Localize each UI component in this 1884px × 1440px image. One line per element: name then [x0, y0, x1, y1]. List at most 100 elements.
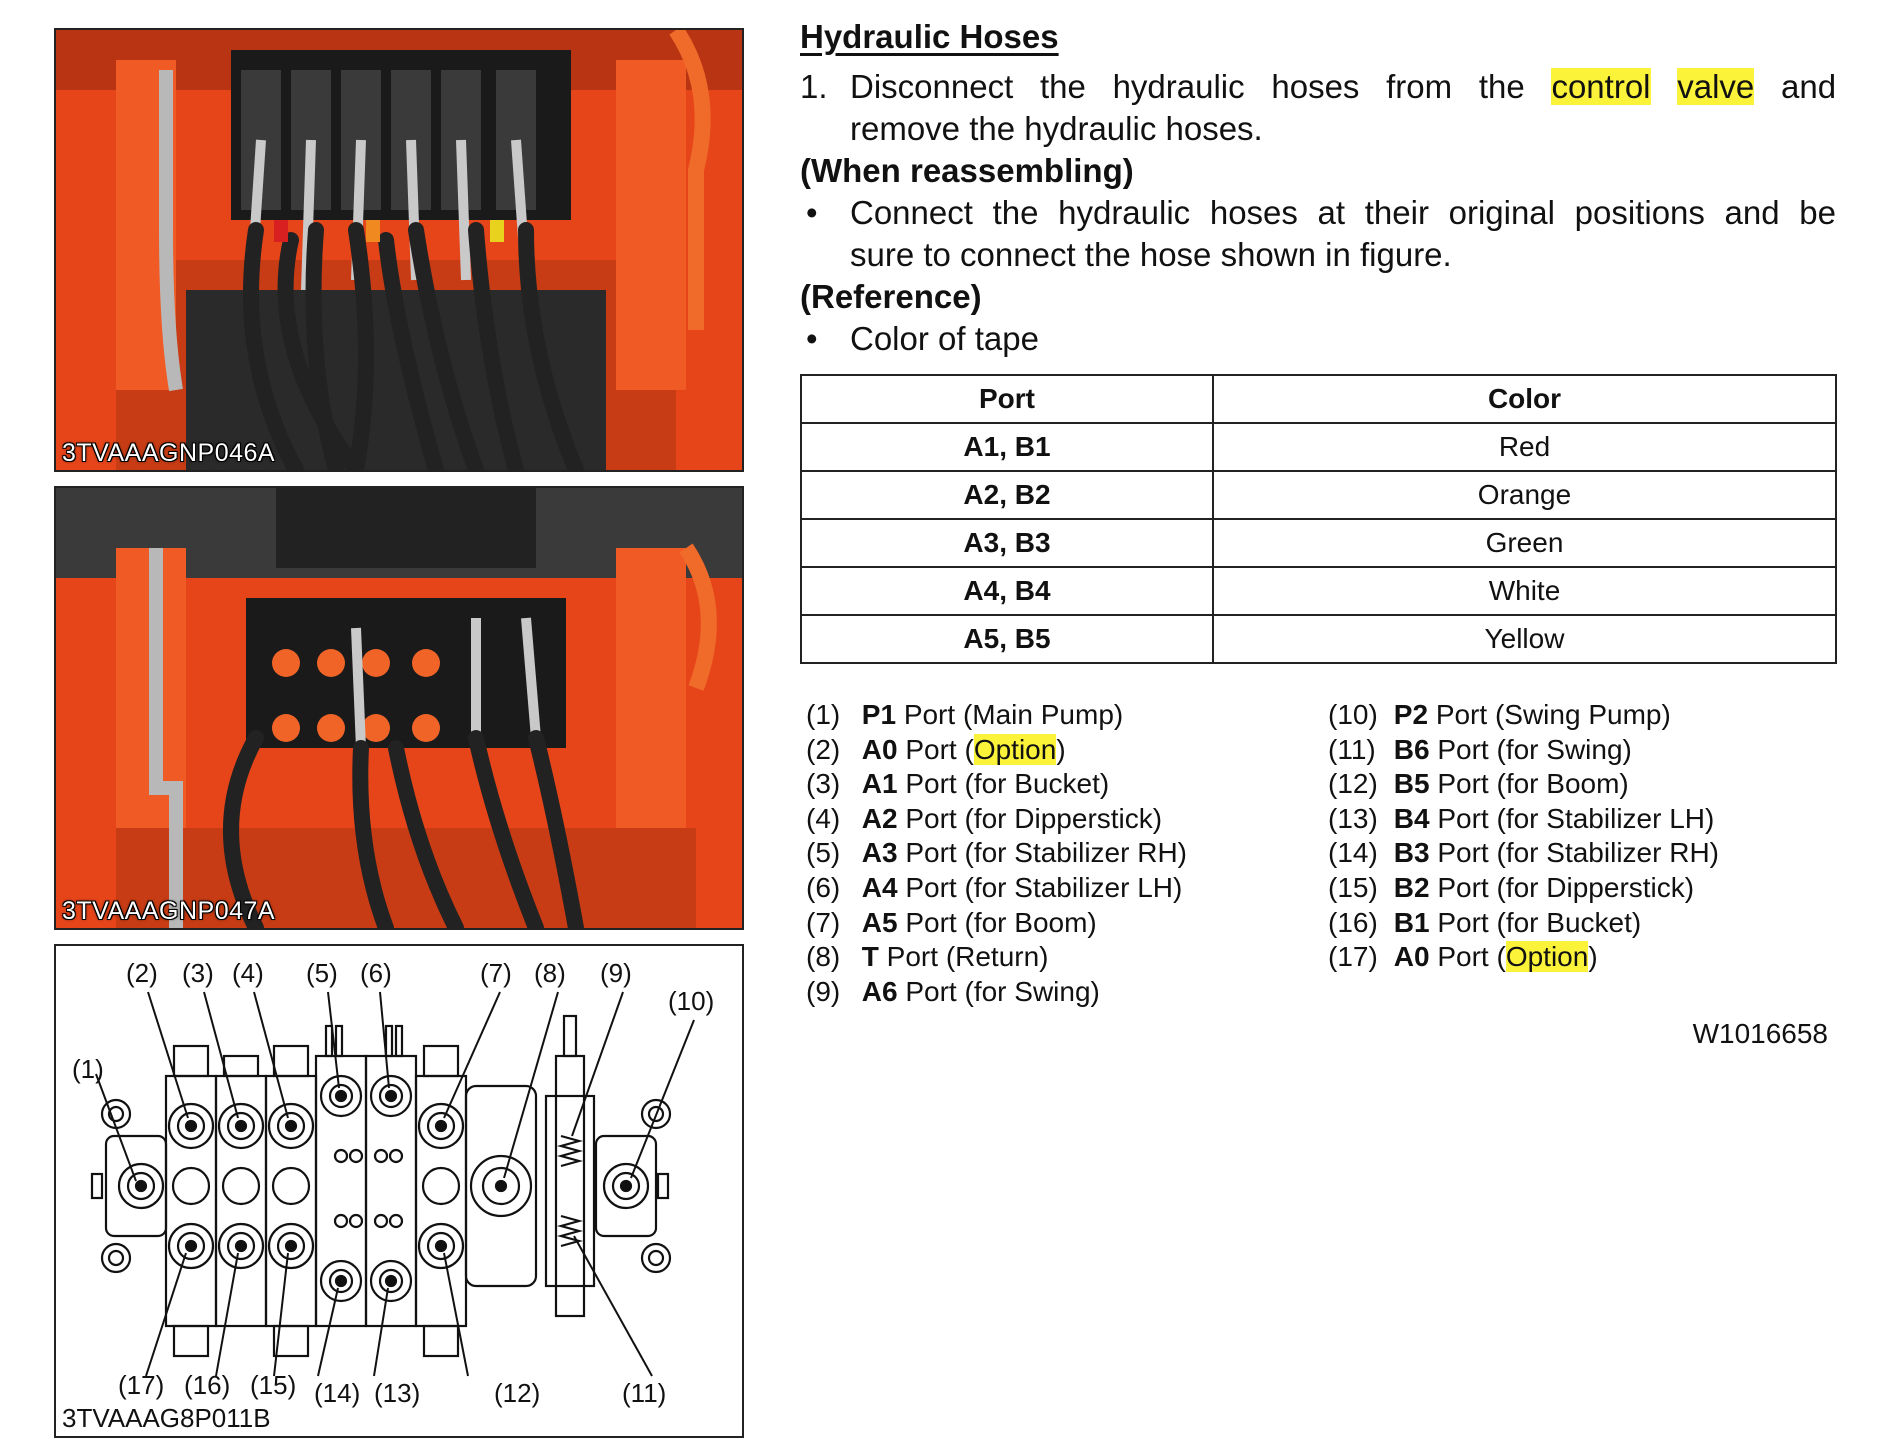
legend-item: (17) A0 Port (Option): [1328, 940, 1719, 975]
legend-number: (15): [1328, 871, 1378, 903]
legend-number: (7): [806, 906, 841, 938]
port-word: Port: [905, 906, 957, 938]
paren-open: (: [964, 733, 974, 765]
port-description: (for Stabilizer LH): [964, 871, 1183, 903]
table-header-row: Port Color: [800, 374, 1837, 424]
port-code: P1: [861, 699, 897, 730]
port-word: Port: [1437, 941, 1489, 973]
port-word: Port: [905, 837, 957, 869]
table-row: A2, B2 Orange: [800, 470, 1837, 520]
photo-control-valve-top: 3TVAAAGNP046A: [54, 28, 744, 472]
table-row: A5, B5 Yellow: [800, 614, 1837, 664]
port-description: (for Stabilizer LH): [1496, 802, 1715, 834]
color-cell: Orange: [1212, 470, 1837, 520]
port-code: B5: [1393, 768, 1430, 800]
paren-close: ): [1056, 733, 1066, 765]
legend-number: (10): [1328, 699, 1378, 730]
port-word: Port: [903, 699, 956, 730]
step-word: the: [1039, 68, 1086, 105]
port-word: Port: [1437, 768, 1489, 800]
legend-item: (6) A4 Port (for Stabilizer LH): [806, 871, 1187, 906]
port-legend-left: (1) P1 Port (Main Pump) (2) A0 Port (Opt…: [806, 698, 1187, 1009]
column-header-port: Port: [800, 374, 1214, 424]
port-description: (Main Pump): [962, 699, 1124, 730]
reference-heading: (Reference): [800, 278, 982, 315]
port-description: (for Boom): [964, 906, 1097, 938]
step-line-2: remove the hydraulic hoses.: [850, 110, 1263, 147]
reassembling-heading: (When reassembling): [800, 152, 1134, 189]
highlighted-word: control: [1551, 68, 1651, 105]
control-valve-photo-illustration: [56, 488, 742, 928]
port-code: A4: [861, 871, 898, 903]
callout-17: (17): [118, 1370, 165, 1400]
port-description: (Swing Pump): [1494, 699, 1671, 730]
color-cell: Red: [1212, 422, 1837, 472]
port-code: A6: [861, 975, 898, 1007]
port-word: Port: [1437, 906, 1489, 938]
port-word: Port: [886, 941, 939, 973]
callout-12: (12): [494, 1378, 541, 1408]
legend-item: (11) B6 Port (for Swing): [1328, 733, 1719, 768]
legend-item: (10) P2 Port (Swing Pump): [1328, 698, 1719, 733]
bullet-marker: •: [806, 194, 818, 231]
port-code: A5: [861, 906, 898, 938]
color-cell: Yellow: [1212, 614, 1837, 664]
photo-control-valve-bottom: 3TVAAAGNP047A: [54, 486, 744, 930]
legend-number: (13): [1328, 802, 1378, 834]
bullet-marker: •: [806, 320, 818, 357]
callout-7: (7): [480, 958, 512, 988]
reassembling-line-1: Connect the hydraulic hoses at their ori…: [850, 194, 1836, 231]
legend-number: (17): [1328, 941, 1378, 973]
port-code: B4: [1393, 802, 1430, 834]
legend-item: (3) A1 Port (for Bucket): [806, 767, 1187, 802]
paren-open: (: [1496, 941, 1506, 973]
callout-2: (2): [126, 958, 158, 988]
port-description: (for Bucket): [964, 768, 1110, 800]
callout-14: (14): [314, 1378, 361, 1408]
callout-16: (16): [184, 1370, 231, 1400]
legend-number: (6): [806, 871, 841, 903]
step-word: the: [1478, 68, 1525, 105]
port-cell: A1, B1: [800, 422, 1214, 472]
port-word: Port: [1437, 802, 1489, 834]
control-valve-photo-illustration: [56, 30, 742, 470]
step-line-1: Disconnect the hydraulic hoses from the …: [850, 66, 1836, 108]
table-row: A4, B4 White: [800, 566, 1837, 616]
legend-number: (14): [1328, 837, 1378, 869]
legend-item: (2) A0 Port (Option): [806, 733, 1187, 768]
legend-number: (9): [806, 975, 841, 1007]
legend-item: (13) B4 Port (for Stabilizer LH): [1328, 802, 1719, 837]
step-word: and: [1781, 68, 1837, 105]
port-code: A2: [861, 802, 898, 834]
legend-number: (1): [806, 699, 841, 730]
photo-code-label: 3TVAAAGNP046A: [62, 439, 276, 467]
column-header-color: Color: [1212, 374, 1837, 424]
port-word: Port: [905, 733, 957, 765]
step-word: hoses: [1271, 68, 1360, 105]
highlighted-word: Option: [1505, 941, 1589, 973]
port-code: A0: [1393, 941, 1430, 973]
port-word: Port: [1437, 733, 1489, 765]
port-word: Port: [1437, 837, 1489, 869]
step-number: 1.: [800, 68, 828, 105]
legend-item: (16) B1 Port (for Bucket): [1328, 906, 1719, 941]
legend-item: (8) T Port (Return): [806, 940, 1187, 975]
legend-number: (5): [806, 837, 841, 869]
legend-item: (7) A5 Port (for Boom): [806, 906, 1187, 941]
port-cell: A4, B4: [800, 566, 1214, 616]
control-valve-port-diagram: (1) (2) (3) (4) (5) (6) (7) (8) (9) (10)…: [54, 944, 744, 1438]
port-word: Port: [905, 975, 957, 1007]
section-title: Hydraulic Hoses: [800, 18, 1059, 55]
step-word: from: [1386, 68, 1453, 105]
callout-8: (8): [534, 958, 566, 988]
document-id: W1016658: [1692, 1018, 1828, 1049]
table-row: A3, B3 Green: [800, 518, 1837, 568]
valve-schematic: [90, 991, 695, 1377]
port-code: A0: [861, 733, 898, 765]
port-description: (for Swing): [1496, 733, 1632, 765]
port-code: B3: [1393, 837, 1430, 869]
highlighted-word: Option: [973, 733, 1057, 765]
port-word: Port: [1435, 699, 1488, 730]
port-cell: A3, B3: [800, 518, 1214, 568]
color-cell: Green: [1212, 518, 1837, 568]
